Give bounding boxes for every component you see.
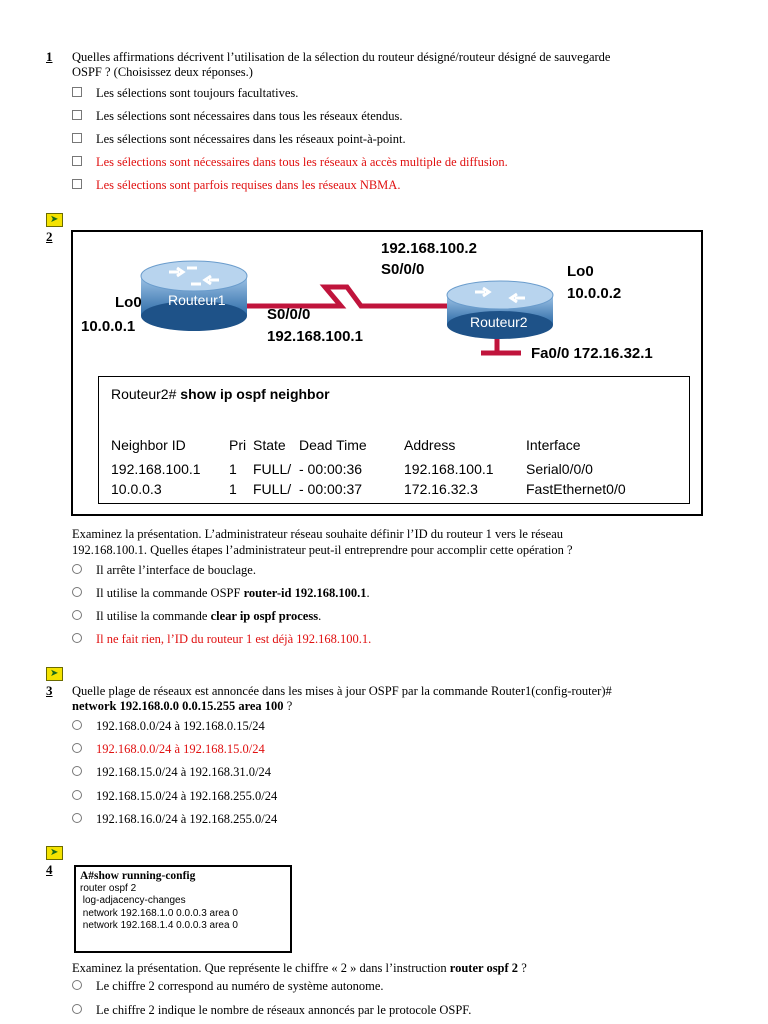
answer-option: Les sélections sont toujours facultative… bbox=[96, 86, 299, 100]
answer-option: Les sélections sont nécessaires dans tou… bbox=[96, 109, 403, 123]
answer-option: 192.168.0.0/24 à 192.168.0.15/24 bbox=[96, 719, 265, 733]
answer-option: Il arrête l’interface de bouclage. bbox=[96, 563, 256, 577]
cli-command: A#show running-config bbox=[80, 870, 196, 882]
answer-checkbox[interactable] bbox=[72, 87, 82, 97]
interface-label: S0/0/0 bbox=[267, 306, 311, 323]
answer-radio[interactable] bbox=[72, 610, 82, 620]
question-text: Quelles affirmations décrivent l’utilisa… bbox=[72, 50, 611, 64]
interface-label: Lo0 bbox=[115, 294, 142, 311]
answer-radio[interactable] bbox=[72, 813, 82, 823]
exhibit-icon[interactable]: ➤ bbox=[46, 213, 63, 227]
answer-option: 192.168.15.0/24 à 192.168.31.0/24 bbox=[96, 765, 271, 779]
table-cell: 10.0.0.3 bbox=[111, 481, 162, 497]
table-header: Interface bbox=[526, 437, 581, 453]
correct-answer-option: Les sélections sont parfois requises dan… bbox=[96, 178, 401, 192]
ip-address-label: 10.0.0.2 bbox=[567, 285, 622, 302]
answer-radio[interactable] bbox=[72, 587, 82, 597]
answer-checkbox[interactable] bbox=[72, 110, 82, 120]
answer-radio[interactable] bbox=[72, 743, 82, 753]
network-exhibit: Routeur1 Routeur2 Lo0 10.0.0.1 S0/0/0 19… bbox=[71, 230, 703, 516]
answer-radio[interactable] bbox=[72, 633, 82, 643]
table-cell: FULL/ bbox=[253, 461, 292, 477]
question-number: 1 bbox=[46, 49, 53, 64]
ip-address-label: 192.168.100.2 bbox=[381, 240, 477, 257]
answer-option: 192.168.15.0/24 à 192.168.255.0/24 bbox=[96, 789, 278, 803]
question-text: 192.168.100.1. Quelles étapes l’administ… bbox=[72, 543, 573, 557]
answer-option: Il utilise la commande clear ip ospf pro… bbox=[96, 609, 322, 623]
answer-checkbox[interactable] bbox=[72, 156, 82, 166]
ip-address-label: 192.168.100.1 bbox=[267, 328, 363, 345]
interface-label: S0/0/0 bbox=[381, 261, 425, 278]
router-icon[interactable] bbox=[140, 260, 248, 331]
answer-option: Il utilise la commande OSPF router-id 19… bbox=[96, 586, 370, 600]
table-cell: FULL/ bbox=[253, 481, 292, 497]
ip-address-label: 10.0.0.1 bbox=[81, 318, 136, 335]
table-header: Dead Time bbox=[299, 437, 367, 453]
correct-answer-option: Les sélections sont nécessaires dans tou… bbox=[96, 155, 508, 169]
question-text: OSPF ? (Choisissez deux réponses.) bbox=[72, 65, 253, 79]
table-header: Pri bbox=[229, 437, 247, 453]
table-cell: - 00:00:36 bbox=[299, 461, 363, 477]
router-label: Routeur2 bbox=[470, 314, 528, 330]
question-number: 2 bbox=[46, 229, 53, 244]
table-cell: 172.16.32.3 bbox=[404, 481, 478, 497]
answer-radio[interactable] bbox=[72, 564, 82, 574]
table-header: Address bbox=[404, 437, 456, 453]
config-line: network 192.168.1.4 0.0.0.3 area 0 bbox=[80, 920, 238, 931]
table-cell: - 00:00:37 bbox=[299, 481, 363, 497]
question-text: Quelle plage de réseaux est annoncée dan… bbox=[72, 684, 612, 698]
config-line: log-adjacency-changes bbox=[80, 895, 186, 906]
answer-radio[interactable] bbox=[72, 980, 82, 990]
exhibit-icon[interactable]: ➤ bbox=[46, 846, 63, 860]
cli-command: show ip ospf neighbor bbox=[180, 386, 330, 402]
answer-radio[interactable] bbox=[72, 720, 82, 730]
question-text: Examinez la présentation. Que représente… bbox=[72, 961, 527, 975]
router-label: Routeur1 bbox=[168, 292, 226, 308]
table-cell: 192.168.100.1 bbox=[404, 461, 494, 477]
table-cell: 192.168.100.1 bbox=[111, 461, 201, 477]
table-cell: 1 bbox=[229, 481, 237, 497]
table-cell: 1 bbox=[229, 461, 237, 477]
interface-label: Fa0/0 172.16.32.1 bbox=[531, 345, 653, 362]
config-line: network 192.168.1.0 0.0.0.3 area 0 bbox=[80, 907, 238, 919]
question-number: 4 bbox=[46, 862, 53, 877]
table-header: Neighbor ID bbox=[111, 437, 186, 453]
table-cell: Serial0/0/0 bbox=[526, 461, 593, 477]
answer-radio[interactable] bbox=[72, 790, 82, 800]
network-diagram bbox=[140, 260, 554, 356]
table-cell: FastEthernet0/0 bbox=[526, 481, 626, 497]
answer-radio[interactable] bbox=[72, 1004, 82, 1014]
question-number: 3 bbox=[46, 683, 53, 698]
answer-option: Les sélections sont nécessaires dans les… bbox=[96, 132, 406, 146]
answer-checkbox[interactable] bbox=[72, 179, 82, 189]
answer-checkbox[interactable] bbox=[72, 133, 82, 143]
answer-option: Le chiffre 2 correspond au numéro de sys… bbox=[96, 979, 384, 993]
interface-label: Lo0 bbox=[567, 263, 594, 280]
cli-output: Routeur2# show ip ospf neighbor Neighbor… bbox=[98, 376, 690, 504]
question-text: Examinez la présentation. L’administrate… bbox=[72, 527, 564, 541]
answer-option: 192.168.16.0/24 à 192.168.255.0/24 bbox=[96, 812, 278, 826]
table-header: State bbox=[253, 437, 286, 453]
correct-answer-option: 192.168.0.0/24 à 192.168.15.0/24 bbox=[96, 742, 265, 756]
running-config-exhibit: A#show running-config router ospf 2 log-… bbox=[74, 865, 292, 953]
answer-option: Le chiffre 2 indique le nombre de réseau… bbox=[96, 1003, 472, 1017]
config-line: router ospf 2 bbox=[80, 882, 137, 894]
answer-radio[interactable] bbox=[72, 766, 82, 776]
correct-answer-option: Il ne fait rien, l’ID du routeur 1 est d… bbox=[96, 632, 372, 646]
serial-link bbox=[245, 284, 449, 309]
exhibit-icon[interactable]: ➤ bbox=[46, 667, 63, 681]
question-text: network 192.168.0.0 0.0.15.255 area 100 … bbox=[72, 699, 293, 713]
router-icon[interactable] bbox=[446, 280, 554, 339]
cli-prompt: Routeur2# bbox=[111, 386, 177, 402]
cli-command-line: Routeur2# show ip ospf neighbor bbox=[111, 386, 330, 402]
